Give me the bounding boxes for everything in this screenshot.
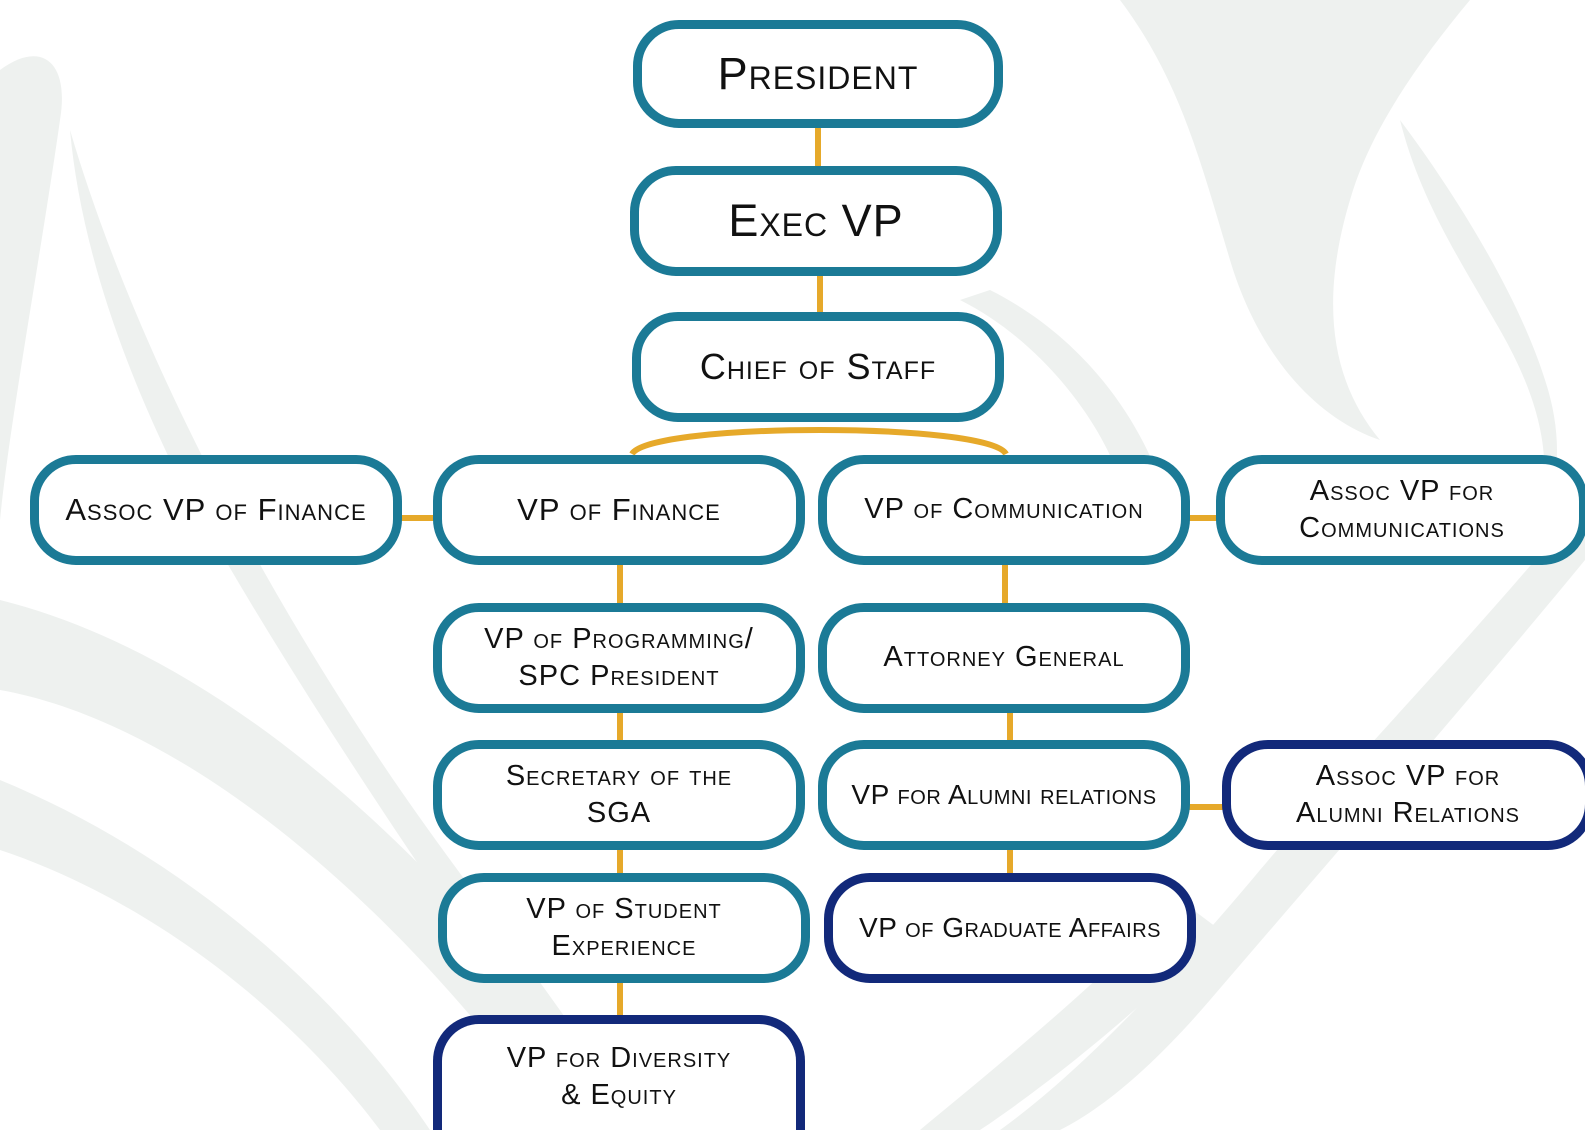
node-assoc-vp-alumni-relations-label-2: Alumni Relations: [1295, 797, 1520, 829]
node-vp-finance: VP of Finance: [433, 455, 805, 565]
node-secretary-sga-label-1: Secretary of the: [505, 759, 733, 792]
node-vp-programming: VP of Programming/ SPC President: [433, 603, 805, 713]
node-chief-of-staff-label: Chief of Staff: [699, 345, 937, 387]
node-vp-finance-label: VP of Finance: [517, 492, 721, 528]
node-vp-student-experience-label-2: Experience: [551, 930, 697, 962]
node-vp-diversity-equity-label-1: VP for Diversity: [506, 1041, 732, 1074]
node-vp-alumni-relations: VP for Alumni relations: [818, 740, 1190, 850]
node-vp-programming-label-2: SPC President: [518, 660, 720, 692]
node-attorney-general-label: Attorney General: [883, 641, 1125, 674]
node-vp-student-experience-label-1: VP of Student: [526, 892, 722, 925]
node-president-label: President: [717, 48, 919, 100]
node-assoc-vp-alumni-relations-label-1: Assoc VP for: [1315, 759, 1501, 792]
node-assoc-vp-alumni-relations: Assoc VP for Alumni Relations: [1222, 740, 1585, 850]
node-exec-vp-label: Exec VP: [728, 195, 904, 247]
node-secretary-sga-label-2: SGA: [586, 797, 652, 829]
node-vp-alumni-relations-label: VP for Alumni relations: [851, 779, 1157, 811]
node-assoc-vp-communications: Assoc VP for Communications: [1216, 455, 1585, 565]
node-vp-graduate-affairs: VP of Graduate Affairs: [824, 873, 1196, 983]
connector-chief-branch: [629, 427, 1009, 457]
node-assoc-vp-finance-label: Assoc VP of Finance: [65, 492, 367, 528]
node-vp-diversity-equity: VP for Diversity & Equity: [433, 1015, 805, 1130]
node-chief-of-staff: Chief of Staff: [632, 312, 1004, 422]
node-assoc-vp-finance: Assoc VP of Finance: [30, 455, 402, 565]
node-president: President: [633, 20, 1003, 128]
node-vp-diversity-equity-label-2: & Equity: [561, 1079, 677, 1111]
node-attorney-general: Attorney General: [818, 603, 1190, 713]
node-vp-communication-label: VP of Communication: [864, 493, 1144, 526]
node-vp-programming-label-1: VP of Programming/: [484, 622, 754, 655]
node-vp-communication: VP of Communication: [818, 455, 1190, 565]
node-secretary-sga: Secretary of the SGA: [433, 740, 805, 850]
node-vp-graduate-affairs-label: VP of Graduate Affairs: [859, 912, 1161, 944]
node-exec-vp: Exec VP: [630, 166, 1002, 276]
node-assoc-vp-communications-label-2: Communications: [1299, 512, 1505, 544]
node-assoc-vp-communications-label-1: Assoc VP for: [1309, 474, 1495, 507]
node-vp-student-experience: VP of Student Experience: [438, 873, 810, 983]
